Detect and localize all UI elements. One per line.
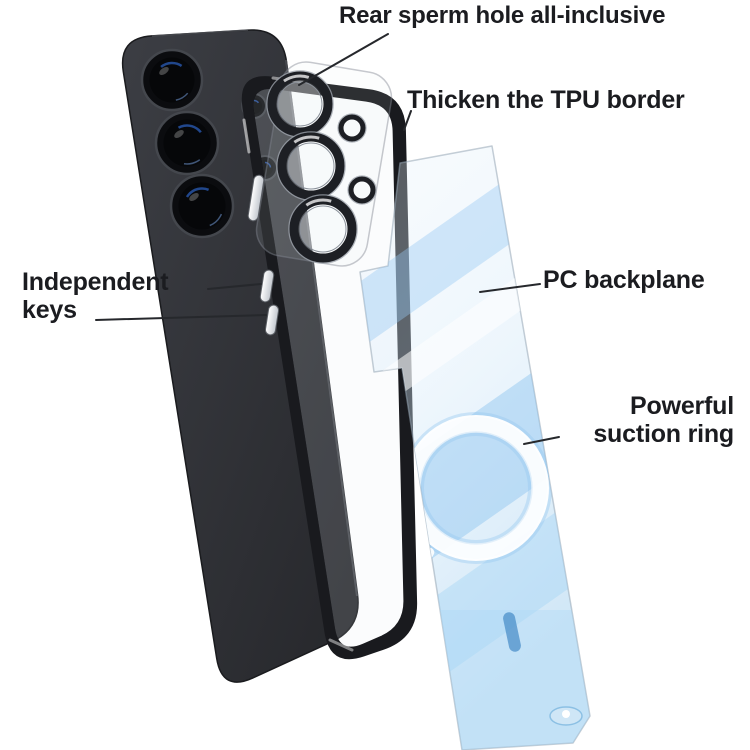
camera-lens-large-3 bbox=[169, 173, 235, 239]
label-independent-keys: Independent keys bbox=[22, 268, 169, 324]
label-pc-backplane: PC backplane bbox=[543, 266, 705, 294]
case-border bbox=[241, 76, 418, 660]
backplane-print-capsule bbox=[503, 612, 521, 652]
leader-line-rear-hole bbox=[298, 33, 389, 86]
leader-line-suction-ring bbox=[523, 436, 560, 445]
case-camera-ring-small-1 bbox=[337, 113, 367, 143]
case-camera-ring-3 bbox=[288, 194, 358, 264]
camera-lens-large-1 bbox=[140, 48, 204, 112]
backplane-sheet bbox=[359, 145, 591, 750]
case-power-key bbox=[247, 174, 265, 222]
leader-line-keys-upper bbox=[207, 283, 262, 290]
case-border-glint-4 bbox=[328, 638, 354, 652]
case-volume-key-down bbox=[264, 304, 280, 336]
label-tpu-border: Thicken the TPU border bbox=[407, 86, 685, 114]
case-border-glint-1 bbox=[242, 118, 251, 154]
leader-line-tpu-border bbox=[403, 110, 412, 131]
case-camera-ring-1 bbox=[266, 70, 334, 138]
label-independent-keys-line2: keys bbox=[22, 296, 77, 324]
leader-lines bbox=[95, 33, 560, 445]
case-camera-plate bbox=[255, 61, 393, 267]
label-independent-keys-line1: Independent bbox=[22, 268, 169, 296]
phone-edge-highlight bbox=[285, 59, 358, 597]
camera-lens-large-2 bbox=[154, 110, 220, 176]
case-volume-key-up bbox=[259, 269, 275, 303]
case-frame bbox=[241, 61, 418, 660]
leader-line-pc-backplane bbox=[479, 283, 541, 293]
leader-line-keys-lower bbox=[95, 314, 267, 321]
label-suction-ring: Powerful suction ring bbox=[593, 392, 734, 448]
label-suction-ring-line1: Powerful bbox=[630, 392, 734, 420]
label-suction-ring-line2: suction ring bbox=[593, 420, 734, 448]
backplane-bottom-dot bbox=[562, 710, 570, 718]
case-camera-ring-small-2 bbox=[347, 175, 377, 205]
phone-top-highlight bbox=[151, 29, 249, 37]
label-rear-hole: Rear sperm hole all-inclusive bbox=[339, 2, 666, 29]
case-camera-ring-2 bbox=[276, 131, 346, 201]
